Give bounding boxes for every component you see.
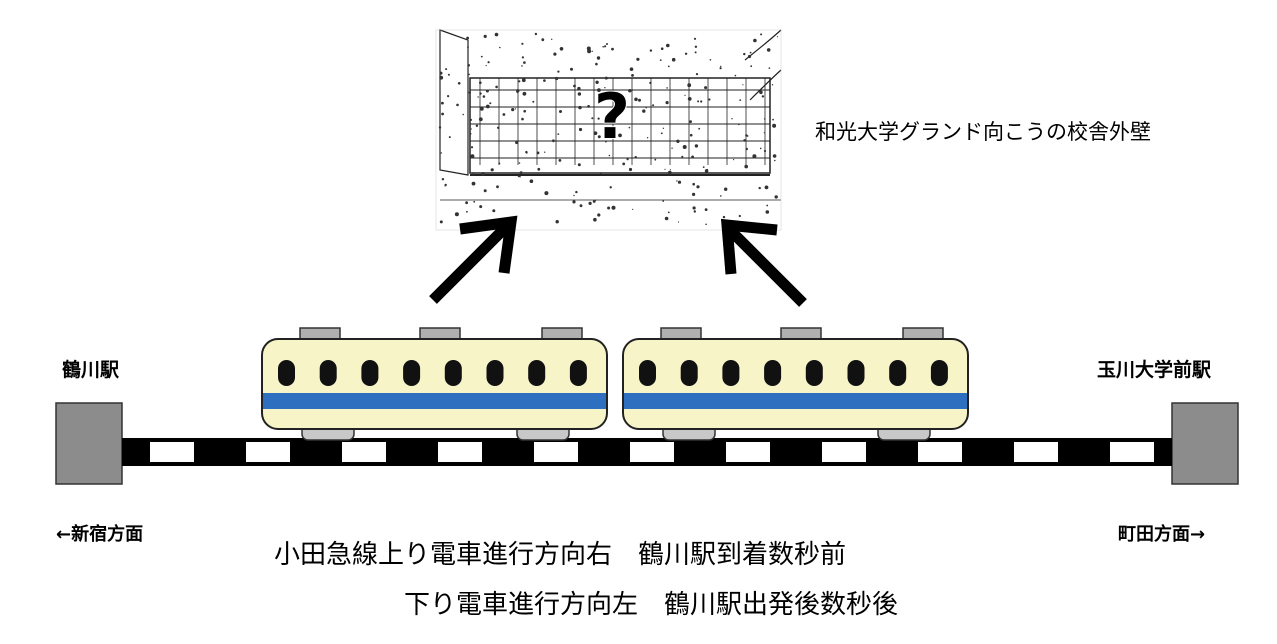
platform-right <box>1171 402 1239 485</box>
building-photo <box>435 29 782 231</box>
platform-left <box>55 402 123 485</box>
direction-left: ←新宿方面 <box>56 524 144 545</box>
caption-line-1: 小田急線上り電車進行方向右 鶴川駅到着数秒前 <box>274 540 847 570</box>
station-right-name: 玉川大学前駅 <box>1097 359 1212 381</box>
train-icon-left <box>261 327 608 441</box>
caption-line-2: 下り電車進行方向左 鶴川駅出発後数秒後 <box>404 590 899 620</box>
railway-track <box>122 438 1172 466</box>
station-left-name: 鶴川駅 <box>62 359 120 381</box>
arrow-up-left-icon <box>720 218 807 307</box>
train-icon-right <box>622 327 969 441</box>
photo-caption: 和光大学グランド向こうの校舎外壁 <box>815 120 1151 144</box>
question-mark: ? <box>594 80 630 153</box>
direction-right: 町田方面→ <box>1118 524 1206 545</box>
arrow-up-right-icon <box>429 215 518 304</box>
